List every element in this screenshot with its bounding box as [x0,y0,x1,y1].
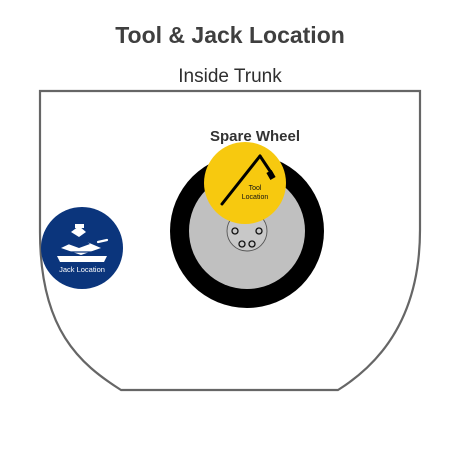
jack-location-badge: Jack Location [41,207,123,289]
diagram-title: Tool & Jack Location [115,22,345,48]
spare-wheel-label: Spare Wheel [210,128,300,145]
tool-location-circle [204,142,286,224]
tool-location-badge: Tool Location [204,142,286,224]
lug-hole [231,227,239,235]
trunk-label: Inside Trunk [178,66,282,87]
lug-wrench-icon [220,154,276,206]
jack-location-label: Jack Location [59,265,105,274]
tool-location-label-line2: Location [242,194,269,201]
lug-hole [248,240,256,248]
lug-hole [238,240,246,248]
scissor-jack-icon [57,224,109,262]
tool-location-label-line1: Tool [249,185,262,192]
lug-hole [255,227,263,235]
